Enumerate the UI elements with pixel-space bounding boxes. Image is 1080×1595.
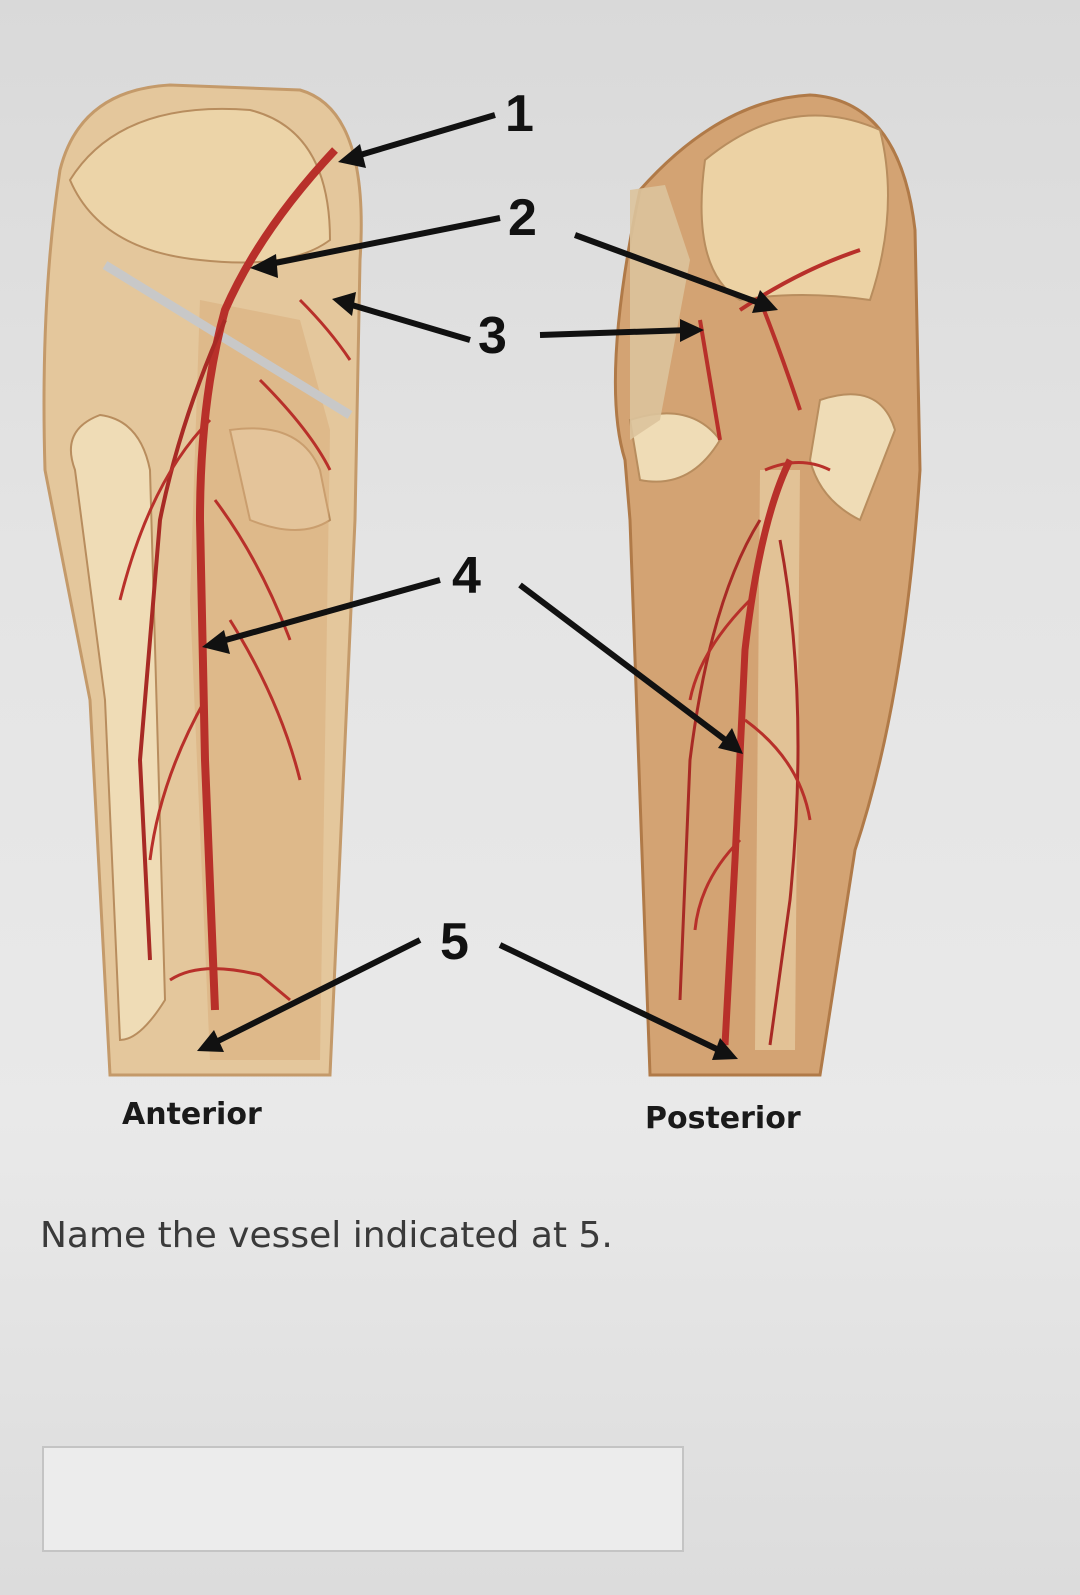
- arrow-4-posterior: [518, 582, 734, 748]
- arrowhead-2a: [250, 254, 278, 278]
- callout-4: 4: [452, 547, 481, 605]
- arrow-5-anterior: [208, 937, 422, 1048]
- callout-1: 1: [505, 85, 534, 143]
- callout-2: 2: [508, 189, 537, 247]
- answer-input[interactable]: [42, 1446, 684, 1552]
- thigh-arteries-illustration: [42, 83, 922, 1077]
- callout-5: 5: [440, 913, 469, 971]
- anterior-label: Anterior: [122, 1097, 262, 1132]
- arrowhead-1: [338, 144, 366, 168]
- posterior-thigh-figure: [613, 93, 922, 1077]
- arrowhead-2b: [752, 290, 778, 313]
- arrowhead-4a: [202, 630, 230, 654]
- arrowhead-3a: [332, 292, 356, 316]
- arrow-3-posterior: [539, 327, 691, 338]
- arrow-5-posterior: [498, 942, 727, 1056]
- posterior-label: Posterior: [645, 1101, 801, 1136]
- arrow-2-posterior: [573, 232, 767, 308]
- arrow-2-anterior: [264, 215, 501, 268]
- arrowhead-4b: [718, 728, 743, 754]
- question-text: Name the vessel indicated at 5.: [40, 1215, 613, 1256]
- leader-arrows: [197, 112, 778, 1060]
- arrowhead-5a: [197, 1030, 224, 1052]
- arrow-1-anterior: [349, 112, 496, 161]
- arrowhead-5b: [712, 1038, 738, 1060]
- arrow-3-anterior: [344, 300, 471, 343]
- anterior-thigh-figure: [42, 83, 363, 1077]
- arrowhead-3b: [680, 319, 704, 342]
- callout-3: 3: [478, 307, 507, 365]
- arrow-4-anterior: [214, 577, 441, 646]
